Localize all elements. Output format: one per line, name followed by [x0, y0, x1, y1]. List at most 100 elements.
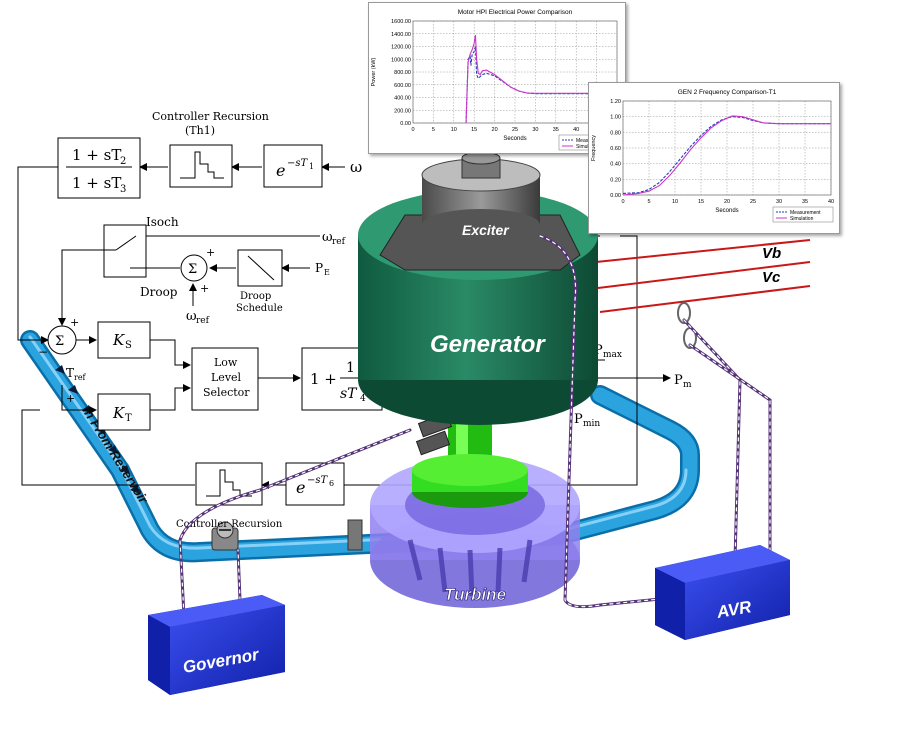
svg-text:K: K: [112, 331, 125, 349]
legend-entry: Measurement: [790, 210, 821, 216]
svg-text:+: +: [70, 316, 79, 329]
y-tick-label: 1.20: [610, 99, 621, 105]
x-tick-label: 5: [432, 127, 435, 133]
legend-entry: Simulation: [576, 144, 600, 150]
governor-valve[interactable]: [211, 521, 239, 551]
lead-lag-block: 1 + sT 2 1 + sT 3: [57, 137, 141, 199]
turbine-label: Turbine: [444, 585, 506, 604]
generator-label: Generator: [430, 331, 546, 358]
chart-title: Motor HPI Electrical Power Comparison: [458, 9, 573, 16]
svg-text:+: +: [200, 282, 209, 295]
avr-box[interactable]: [655, 545, 790, 640]
x-tick-label: 35: [802, 199, 808, 205]
series-line-simulation: [622, 115, 831, 196]
svg-text:4: 4: [360, 394, 366, 404]
x-tick-label: 20: [724, 199, 730, 205]
delay-block-top: e −sT 1: [263, 144, 323, 188]
y-tick-label: 1200.00: [391, 45, 411, 51]
y-tick-label: 1400.00: [391, 32, 411, 38]
frequency-chart-svg: GEN 2 Frequency Comparison-T10.000.200.4…: [591, 89, 834, 223]
svg-text:ref: ref: [196, 316, 210, 326]
y-tick-label: 0.80: [610, 130, 621, 136]
kt-gain-block: K T: [97, 393, 151, 431]
exciter: [379, 151, 581, 271]
power-chart-svg: Motor HPI Electrical Power Comparison0.0…: [371, 9, 620, 151]
recursion-block-bottom: [195, 462, 263, 506]
x-tick-label: 0: [621, 199, 624, 205]
svg-text:Low: Low: [214, 356, 238, 369]
svg-text:min: min: [583, 419, 600, 429]
pmax-label: P max: [594, 343, 622, 360]
svg-text:−: −: [38, 345, 48, 359]
svg-text:P: P: [674, 373, 683, 388]
svg-text:max: max: [603, 350, 622, 360]
svg-text:Droop: Droop: [240, 291, 271, 302]
svg-text:T: T: [66, 366, 74, 380]
svg-text:2: 2: [120, 156, 126, 167]
svg-text:P: P: [315, 261, 323, 275]
svg-text:ω: ω: [186, 309, 197, 324]
droop-label: Droop: [140, 285, 178, 299]
series-line-measurement: [465, 46, 617, 124]
droop-summer: Σ + +: [180, 246, 215, 295]
recursion-top-label: Controller Recursion: [152, 110, 269, 123]
x-tick-label: 10: [672, 199, 678, 205]
svg-text:Schedule: Schedule: [236, 303, 283, 314]
x-tick-label: 40: [828, 199, 834, 205]
y-tick-label: 0.40: [610, 162, 621, 168]
y-tick-label: 1000.00: [391, 57, 411, 63]
tref-input: T ref +: [66, 366, 87, 405]
svg-text:−sT: −sT: [287, 158, 309, 169]
legend-entry: Simulation: [790, 216, 814, 222]
recursion-block-top: [169, 144, 233, 188]
x-tick-label: 15: [471, 127, 477, 133]
svg-text:S: S: [125, 340, 132, 351]
y-tick-label: 1600.00: [391, 19, 411, 25]
svg-text:E: E: [324, 268, 330, 277]
phase-lines: [595, 239, 811, 313]
svg-text:1 +: 1 +: [310, 370, 337, 388]
x-tick-label: 20: [492, 127, 498, 133]
x-tick-label: 10: [451, 127, 457, 133]
isoch-label: Isoch: [146, 215, 179, 229]
svg-text:+: +: [66, 392, 75, 405]
x-tick-label: 40: [573, 127, 579, 133]
y-tick-label: 200.00: [394, 108, 411, 114]
x-tick-label: 15: [698, 199, 704, 205]
y-tick-label: 400.00: [394, 96, 411, 102]
mode-switch[interactable]: [103, 224, 147, 278]
svg-text:ref: ref: [74, 373, 87, 382]
omega-ref-bottom: ω ref: [186, 309, 210, 326]
x-tick-label: 30: [776, 199, 782, 205]
ks-gain-block: K S: [97, 321, 151, 359]
governor-box[interactable]: [148, 595, 285, 695]
svg-text:P: P: [594, 343, 603, 358]
low-level-selector: Low Level Selector: [191, 347, 259, 411]
y-tick-label: 1.00: [610, 115, 621, 121]
y-tick-label: 0.20: [610, 177, 621, 183]
y-axis-label: Frequency: [591, 135, 597, 161]
y-axis-label: Power (kW): [371, 57, 377, 86]
svg-text:1 + sT: 1 + sT: [72, 174, 121, 192]
svg-text:+: +: [206, 246, 215, 259]
pmin-label: P min: [574, 412, 600, 429]
omega-ref-top: ω ref: [322, 230, 346, 247]
sensor-coils: [677, 302, 697, 349]
pipe-flange: [347, 519, 363, 551]
svg-text:ref: ref: [332, 237, 346, 247]
x-axis-label: Seconds: [503, 136, 526, 142]
svg-text:sT: sT: [340, 386, 358, 402]
recursion-bottom-label: Controller Recursion: [176, 519, 283, 530]
svg-text:1: 1: [309, 162, 314, 171]
x-tick-label: 0: [411, 127, 414, 133]
svg-text:e: e: [276, 161, 285, 180]
svg-text:ω: ω: [322, 230, 333, 245]
svg-text:1 + sT: 1 + sT: [72, 146, 121, 164]
omega-input: ω: [350, 158, 362, 176]
phase-vc-label: Vc: [762, 269, 781, 286]
y-tick-label: 0.60: [610, 146, 621, 152]
